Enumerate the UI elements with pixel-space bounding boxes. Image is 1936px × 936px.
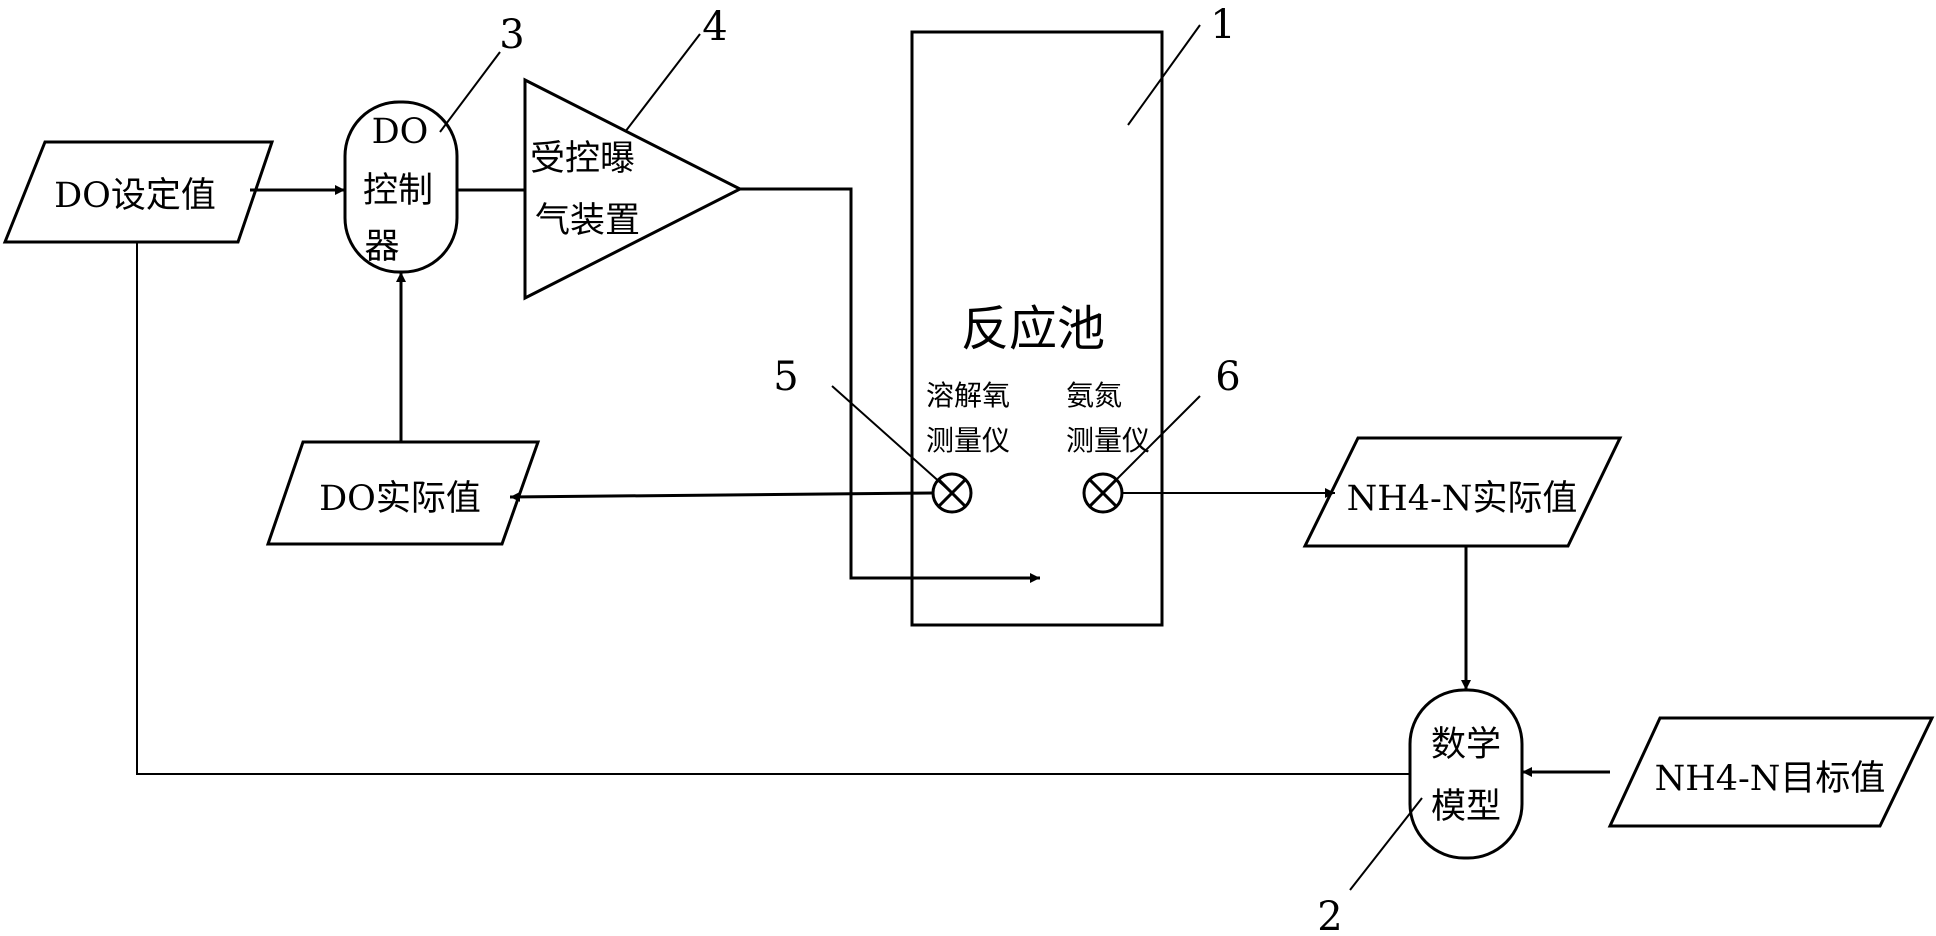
- callout-4-number: 4: [702, 4, 727, 50]
- do-controller-label-line2: 控制: [363, 171, 433, 211]
- do-controller-node: DO 控制 器: [343, 100, 459, 274]
- do-meter-node: 溶解氧 测量仪: [926, 379, 1010, 514]
- callout-2: 2: [1317, 797, 1423, 936]
- reaction-tank-node: 反应池: [910, 30, 1164, 627]
- nh4-target-label: NH4-N目标值: [1655, 759, 1886, 799]
- aeration-to-tank-arrow: [740, 187, 1040, 583]
- do-controller-label-line3: 器: [364, 227, 399, 267]
- do-controller-label-line1: DO: [372, 112, 429, 152]
- do-setpoint-label: DO设定值: [54, 176, 216, 216]
- math-model-label-line2: 模型: [1431, 787, 1501, 827]
- callout-2-number: 2: [1317, 894, 1342, 936]
- nh4-meter-label-line2: 测量仪: [1066, 424, 1150, 457]
- callout-1-number: 1: [1210, 2, 1235, 48]
- aeration-device-label-line1: 受控曝: [530, 139, 635, 179]
- nh4-actual-node: NH4-N实际值: [1302, 436, 1623, 548]
- model-to-setpoint-line: [136, 242, 1410, 775]
- aeration-device-node: 受控曝 气装置: [523, 77, 744, 301]
- callout-3-number: 3: [499, 12, 524, 58]
- reaction-tank-label: 反应池: [961, 301, 1105, 357]
- nh4-target-node: NH4-N目标值: [1607, 716, 1935, 828]
- callout-5: 5: [773, 354, 953, 494]
- do-actual-node: DO实际值: [265, 440, 541, 546]
- meter-to-do-actual-arrow: [509, 491, 934, 502]
- math-model-node: 数学 模型: [1408, 688, 1524, 860]
- nh4-meter-label-line1: 氨氮: [1066, 379, 1122, 412]
- callout-1: 1: [1127, 2, 1236, 126]
- math-model-label-line1: 数学: [1431, 725, 1501, 765]
- do-meter-label-line1: 溶解氧: [926, 379, 1010, 412]
- callout-4: 4: [624, 4, 728, 133]
- do-meter-label-line2: 测量仪: [926, 424, 1010, 457]
- do-setpoint-node: DO设定值: [2, 140, 275, 244]
- nh4-actual-label: NH4-N实际值: [1347, 479, 1578, 519]
- callout-6-number: 6: [1215, 354, 1240, 400]
- aeration-device-label-line2: 气装置: [535, 201, 640, 241]
- callout-5-number: 5: [773, 354, 798, 400]
- callout-3: 3: [439, 12, 525, 133]
- do-actual-label: DO实际值: [319, 479, 481, 519]
- callout-6: 6: [1102, 354, 1241, 494]
